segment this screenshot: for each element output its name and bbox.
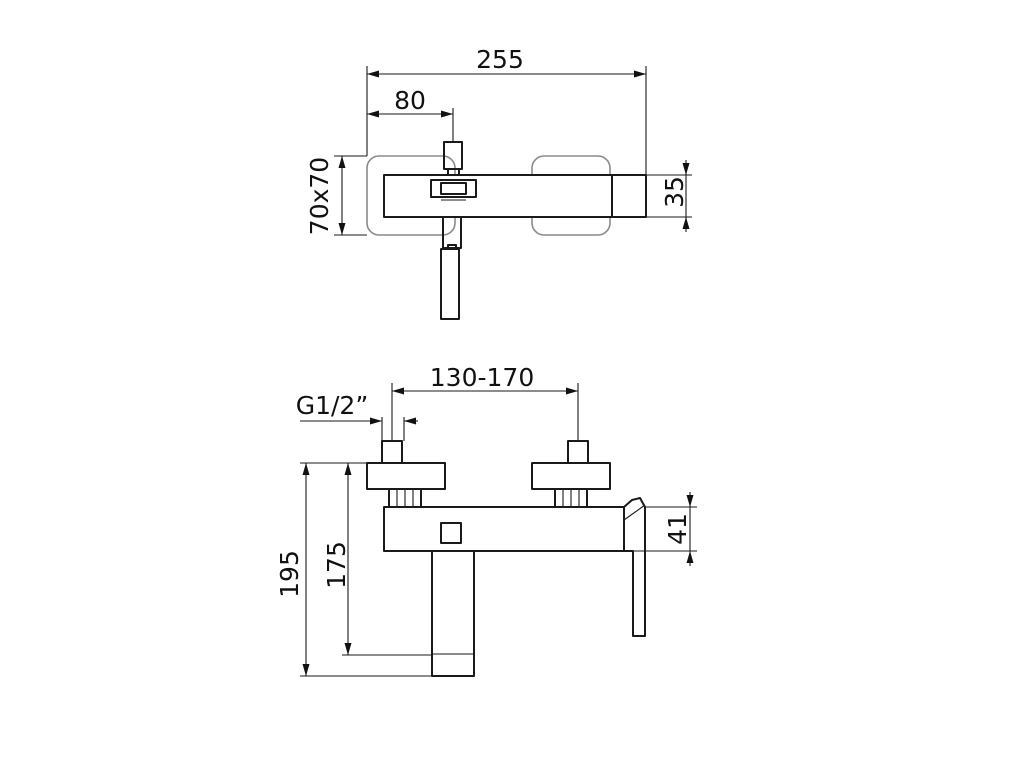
dim-plate: 70x70: [305, 157, 334, 235]
mixer-body: [383, 174, 647, 218]
spout-front: [431, 550, 475, 677]
mixer-body-front: [383, 506, 625, 552]
lever-handle: [623, 497, 646, 637]
left-wall-flange: [366, 462, 446, 490]
dim-total-width: 255: [476, 45, 524, 74]
right-wall-flange: [531, 462, 611, 490]
left-eccentric: [381, 440, 403, 464]
dim-body: 41: [663, 513, 692, 545]
dim-total-height: 195: [275, 550, 304, 598]
dim-spout-offset: 80: [394, 86, 426, 115]
right-eccentric: [567, 440, 589, 464]
front-view: 130-170 G1/2” 195 175 41: [275, 363, 697, 677]
spout-neck: [442, 216, 462, 249]
diverter-knob: [443, 141, 463, 170]
dim-body-height: 35: [660, 176, 689, 208]
dim-thread: G1/2”: [296, 391, 369, 420]
top-view: 255 80 70x70 35: [305, 45, 692, 320]
spout-tube: [440, 248, 460, 320]
dim-spout-height: 175: [322, 541, 351, 589]
dim-centers: 130-170: [430, 363, 534, 392]
diverter-button: [440, 522, 462, 544]
